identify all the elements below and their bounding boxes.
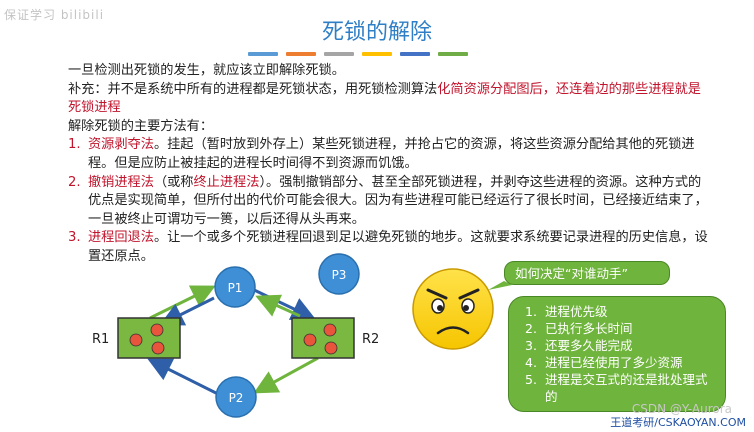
process-p1: P1 [214,266,256,308]
supplement-line: 补充：并不是系统中所有的进程都是死锁状态，用死锁检测算法化简资源分配图后，还连着… [68,81,701,116]
label-r2: R2 [362,332,379,347]
bilibili-watermark: 保证学习 bilibili [4,8,105,22]
stripe-1 [248,52,278,56]
method-item-3: 3.进程回退法。让一个或多个死锁进程回退到足以避免死锁的地步。这就要求系统要记录… [68,230,708,264]
label-p1: P1 [228,281,243,295]
method-item-1: 1.资源剥夺法。挂起（暂时放到外存上）某些死锁进程，并抢占它的资源，将这些资源分… [68,137,695,171]
criteria-item-2: 2.已执行多长时间 [525,321,633,336]
criteria-item-3: 3.还要多久能完成 [525,338,633,353]
footer-brand: 王道考研/CSKAOYAN.COM [610,416,746,429]
process-p2: P2 [215,376,257,418]
methods-list: 1.资源剥夺法。挂起（暂时放到外存上）某些死锁进程，并抢占它的资源，将这些资源分… [68,136,708,266]
worried-face-icon [412,268,494,350]
stripe-4 [362,52,392,56]
victim-selection-criteria-box: 1.进程优先级 2.已执行多长时间 3.还要多久能完成 4.进程已经使用了多少资… [508,296,726,412]
request-edge-p1-r2 [251,287,316,320]
csdn-watermark: CSDN @Y-Aurora [631,402,732,416]
slide-title: 死锁的解除 [321,20,432,45]
intro-line: 一旦检测出死锁的发生，就应该立即解除死锁。 [68,63,345,78]
criteria-item-5: 5.进程是交互式的还是批处理式的 [525,372,708,404]
methods-heading: 解除死锁的主要方法有： [68,118,214,134]
title-decoration-stripes [248,52,468,57]
method-item-2: 2.撤销进程法（或称终止进程法）。强制撤销部分、甚至全部死锁进程，并剥夺这些进程… [68,174,708,227]
speech-tail [488,281,512,290]
stripe-3 [324,52,354,56]
label-p2: P2 [229,391,244,405]
criteria-list: 1.进程优先级 2.已执行多长时间 3.还要多久能完成 4.进程已经使用了多少资… [525,303,717,405]
content-text: 一旦检测出死锁的发生，就应该立即解除死锁。 补充：并不是系统中所有的进程都是死锁… [68,62,708,267]
resource-r1 [117,317,181,359]
stripe-6 [438,52,468,56]
stripe-2 [286,52,316,56]
assignment-edge-r2-p1 [255,294,301,318]
criteria-item-1: 1.进程优先级 [525,304,608,319]
criteria-item-4: 4.进程已经使用了多少资源 [525,355,683,370]
label-p3: P3 [332,268,347,282]
speech-bubble: 如何决定“对谁动手” [504,261,670,285]
stripe-5 [400,52,430,56]
assignment-edge-r2-p2 [253,356,319,394]
resource-r2 [291,317,355,359]
request-edge-p2-r1 [147,358,219,396]
process-p3: P3 [318,253,360,295]
label-r1: R1 [92,332,109,347]
